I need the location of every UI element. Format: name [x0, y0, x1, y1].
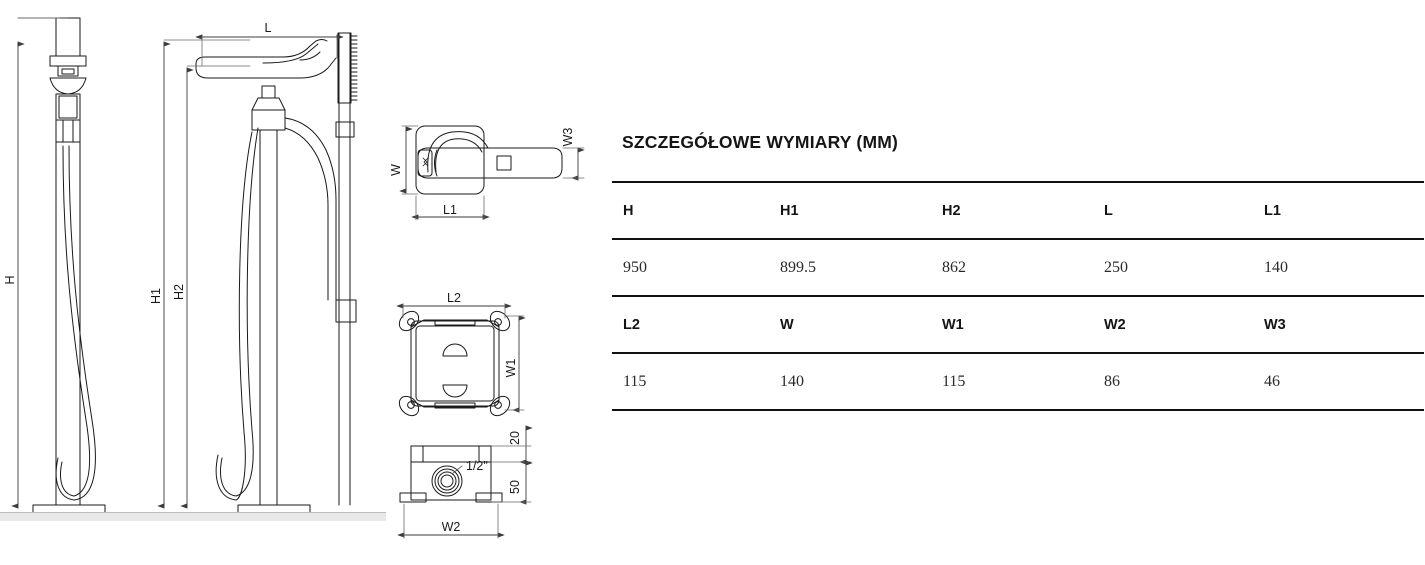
value-l2: 115 — [612, 352, 769, 411]
col-header-h1: H1 — [769, 181, 931, 239]
spec-title: SZCZEGÓŁOWE WYMIARY (MM) — [622, 132, 899, 152]
label-L1: L1 — [443, 203, 457, 217]
figure-bath-mixer-elevation — [195, 32, 358, 514]
label-H1: H1 — [149, 288, 163, 304]
dimension-L — [195, 34, 344, 67]
label-20: 20 — [508, 431, 522, 445]
label-50: 50 — [508, 480, 522, 494]
label-L2: L2 — [447, 291, 461, 305]
value-w: 140 — [769, 352, 931, 411]
col-header-l2: L2 — [612, 295, 769, 353]
label-W3: W3 — [561, 128, 575, 147]
table-header-row-1: H H1 H2 L L1 — [612, 181, 1424, 239]
label-H2: H2 — [172, 284, 186, 300]
label-W1: W1 — [504, 359, 518, 378]
table-value-row-2: 115 140 115 86 46 — [612, 352, 1424, 411]
dimension-W3 — [562, 147, 585, 181]
value-l: 250 — [1093, 238, 1253, 296]
col-header-h: H — [612, 181, 769, 239]
value-l1: 140 — [1253, 238, 1424, 296]
figure-rough-in-section — [399, 445, 503, 503]
spec-panel: SZCZEGÓŁOWE WYMIARY (MM) H H1 H2 L L1 95… — [612, 128, 1424, 411]
col-header-w2: W2 — [1093, 295, 1253, 353]
col-header-w1: W1 — [931, 295, 1093, 353]
dimension-W2 — [397, 503, 505, 539]
value-h: 950 — [612, 238, 769, 296]
dimensions-table: H H1 H2 L L1 950 899.5 862 250 140 L2 W … — [612, 181, 1424, 411]
col-header-h2: H2 — [931, 181, 1093, 239]
table-header-row-2: L2 W W1 W2 W3 — [612, 295, 1424, 353]
value-w2: 86 — [1093, 352, 1253, 411]
label-W: W — [389, 164, 403, 176]
dimension-W — [399, 125, 419, 195]
value-h2: 862 — [931, 238, 1093, 296]
drawings-panel: H H1 H2 L W L1 W3 L2 W1 20 50 1/2" W2 — [0, 0, 600, 565]
dimension-W1 — [504, 315, 526, 413]
floor-line — [0, 512, 386, 521]
col-header-w3: W3 — [1253, 295, 1424, 353]
dimension-H — [11, 17, 69, 509]
value-w3: 46 — [1253, 352, 1424, 411]
dimension-50 — [491, 460, 533, 505]
table-value-row-1: 950 899.5 862 250 140 — [612, 238, 1424, 296]
value-w1: 115 — [931, 352, 1093, 411]
col-header-w: W — [769, 295, 931, 353]
col-header-l1: L1 — [1253, 181, 1424, 239]
figure-rough-in-plan — [398, 310, 511, 417]
label-W2: W2 — [442, 520, 461, 534]
label-H: H — [3, 275, 17, 284]
figure-column-elevation — [32, 17, 106, 514]
figure-top-view-handle — [415, 125, 563, 195]
value-h1: 899.5 — [769, 238, 931, 296]
dimension-L1 — [411, 195, 490, 221]
label-L: L — [265, 21, 272, 35]
label-thread-half-inch: 1/2" — [466, 459, 488, 473]
col-header-l: L — [1093, 181, 1253, 239]
